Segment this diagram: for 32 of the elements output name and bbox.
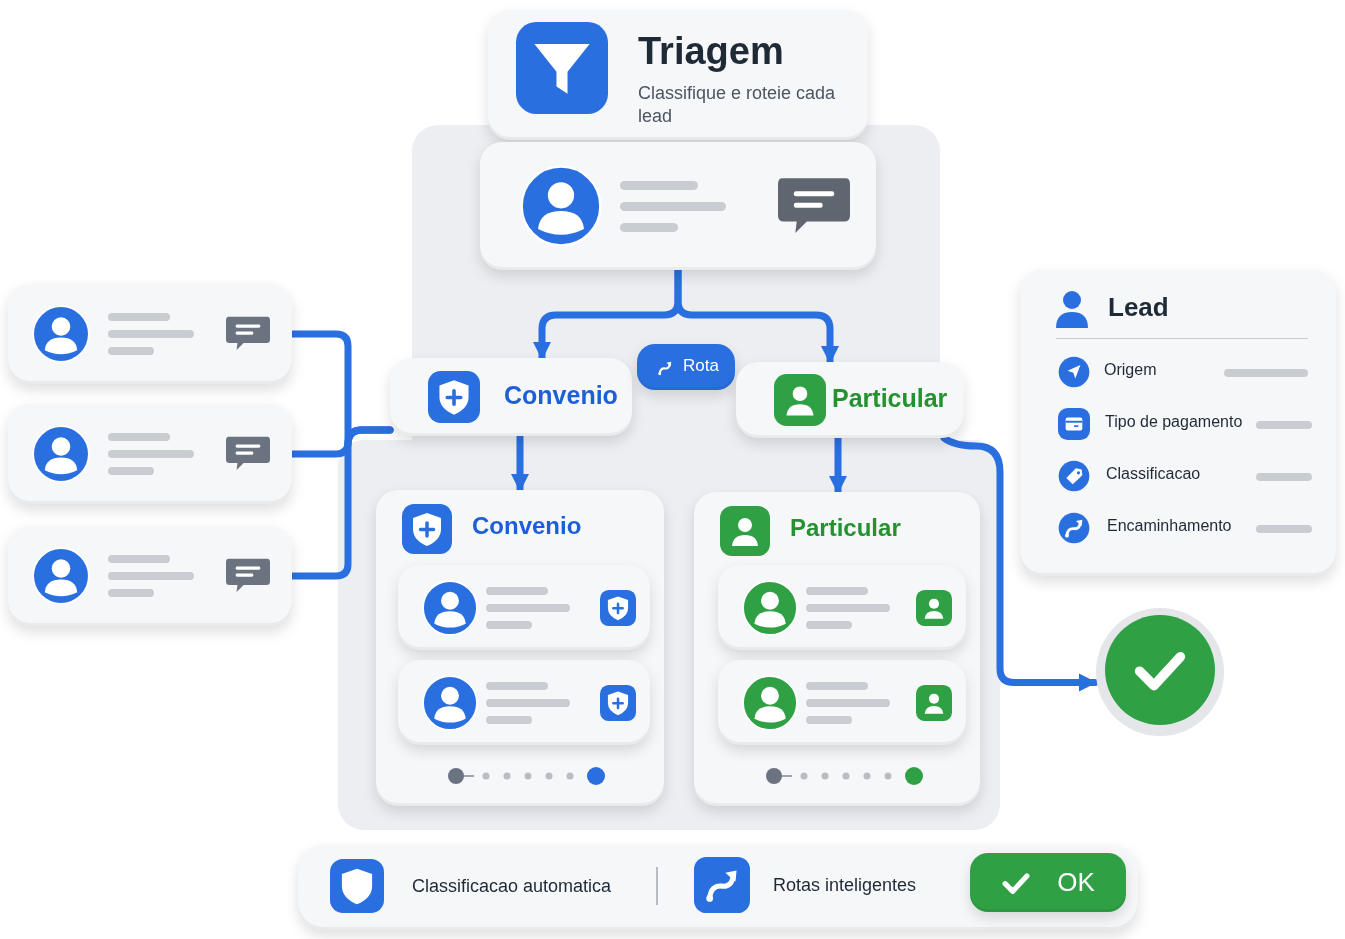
- field-label: Classificacao: [1106, 465, 1201, 483]
- lead-card: [718, 565, 966, 650]
- panel-heading: Convenio: [472, 512, 582, 540]
- subtitle: Classifique e roteie cada lead: [638, 82, 837, 128]
- lead-card: [398, 565, 650, 650]
- panel-heading: Lead: [1108, 292, 1169, 323]
- category-tag: [390, 358, 632, 436]
- field-label: Tipo de pagamento: [1105, 413, 1243, 431]
- field-label: Encaminhamento: [1107, 517, 1232, 535]
- title: Triagem: [638, 30, 784, 73]
- category-panel: [376, 490, 664, 806]
- feature-label: Rotas inteligentes: [773, 875, 917, 896]
- arrow: [940, 434, 1099, 692]
- lead-card: [398, 660, 650, 745]
- category-tag: [736, 362, 964, 438]
- ok-button: OK: [970, 853, 1126, 912]
- feature-bar: [298, 845, 1138, 930]
- category-panel: [694, 492, 980, 806]
- lead-card: [8, 284, 292, 384]
- category-label: Particular: [832, 384, 948, 413]
- pill-label: Rota: [683, 356, 719, 376]
- lead-card: [8, 526, 292, 626]
- lead-card: [718, 660, 966, 745]
- lead-card: [8, 404, 292, 504]
- title-card: [488, 10, 868, 140]
- panel-heading: Particular: [790, 514, 901, 542]
- feature-label: Classificacao automatica: [412, 876, 612, 897]
- field-label: Origem: [1104, 361, 1157, 379]
- lead-panel: [1020, 270, 1336, 576]
- route-pill: [637, 344, 735, 390]
- category-label: Convenio: [504, 381, 618, 410]
- lead-card: [480, 142, 876, 270]
